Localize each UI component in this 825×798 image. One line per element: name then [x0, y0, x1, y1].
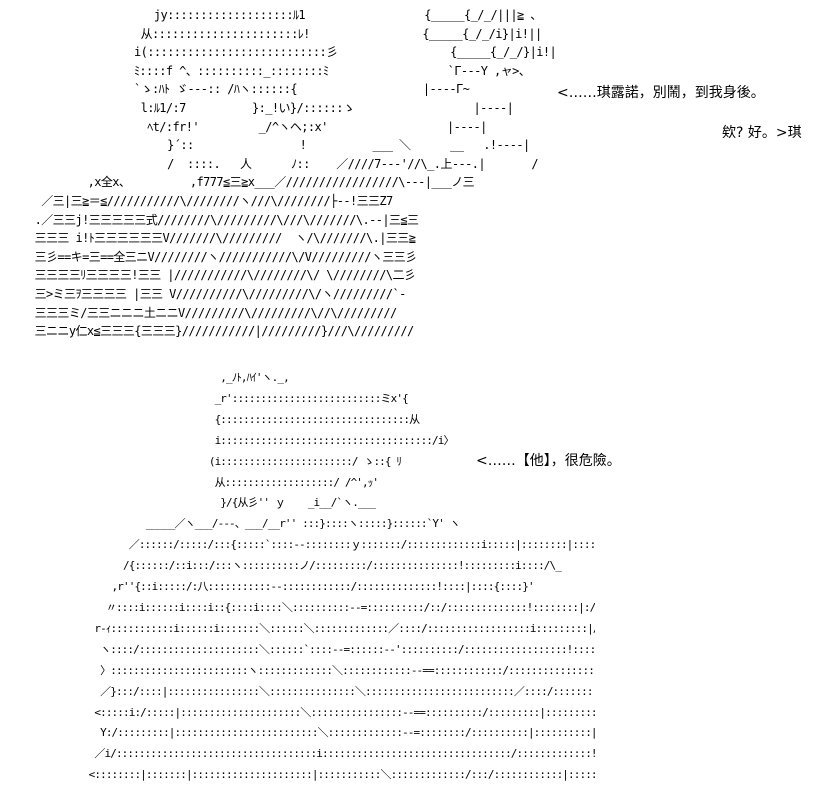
bottom-ascii-art: ,_ﾉﾄ,ﾊｲ'ヽ._, _r'::::::::::::::::::::::::… [88, 371, 595, 782]
dialogue-line-3: <……【他】，很危險。 [476, 453, 621, 469]
dialogue-line-2: 欸? 好。>琪 [722, 125, 802, 141]
top-ascii-art: jy:::::::::::::::::::ﾙ1 {_____{_/_/|||≧ … [34, 8, 558, 339]
dialogue-line-1: <……琪露諾，別鬧，到我身後。 [557, 85, 765, 101]
